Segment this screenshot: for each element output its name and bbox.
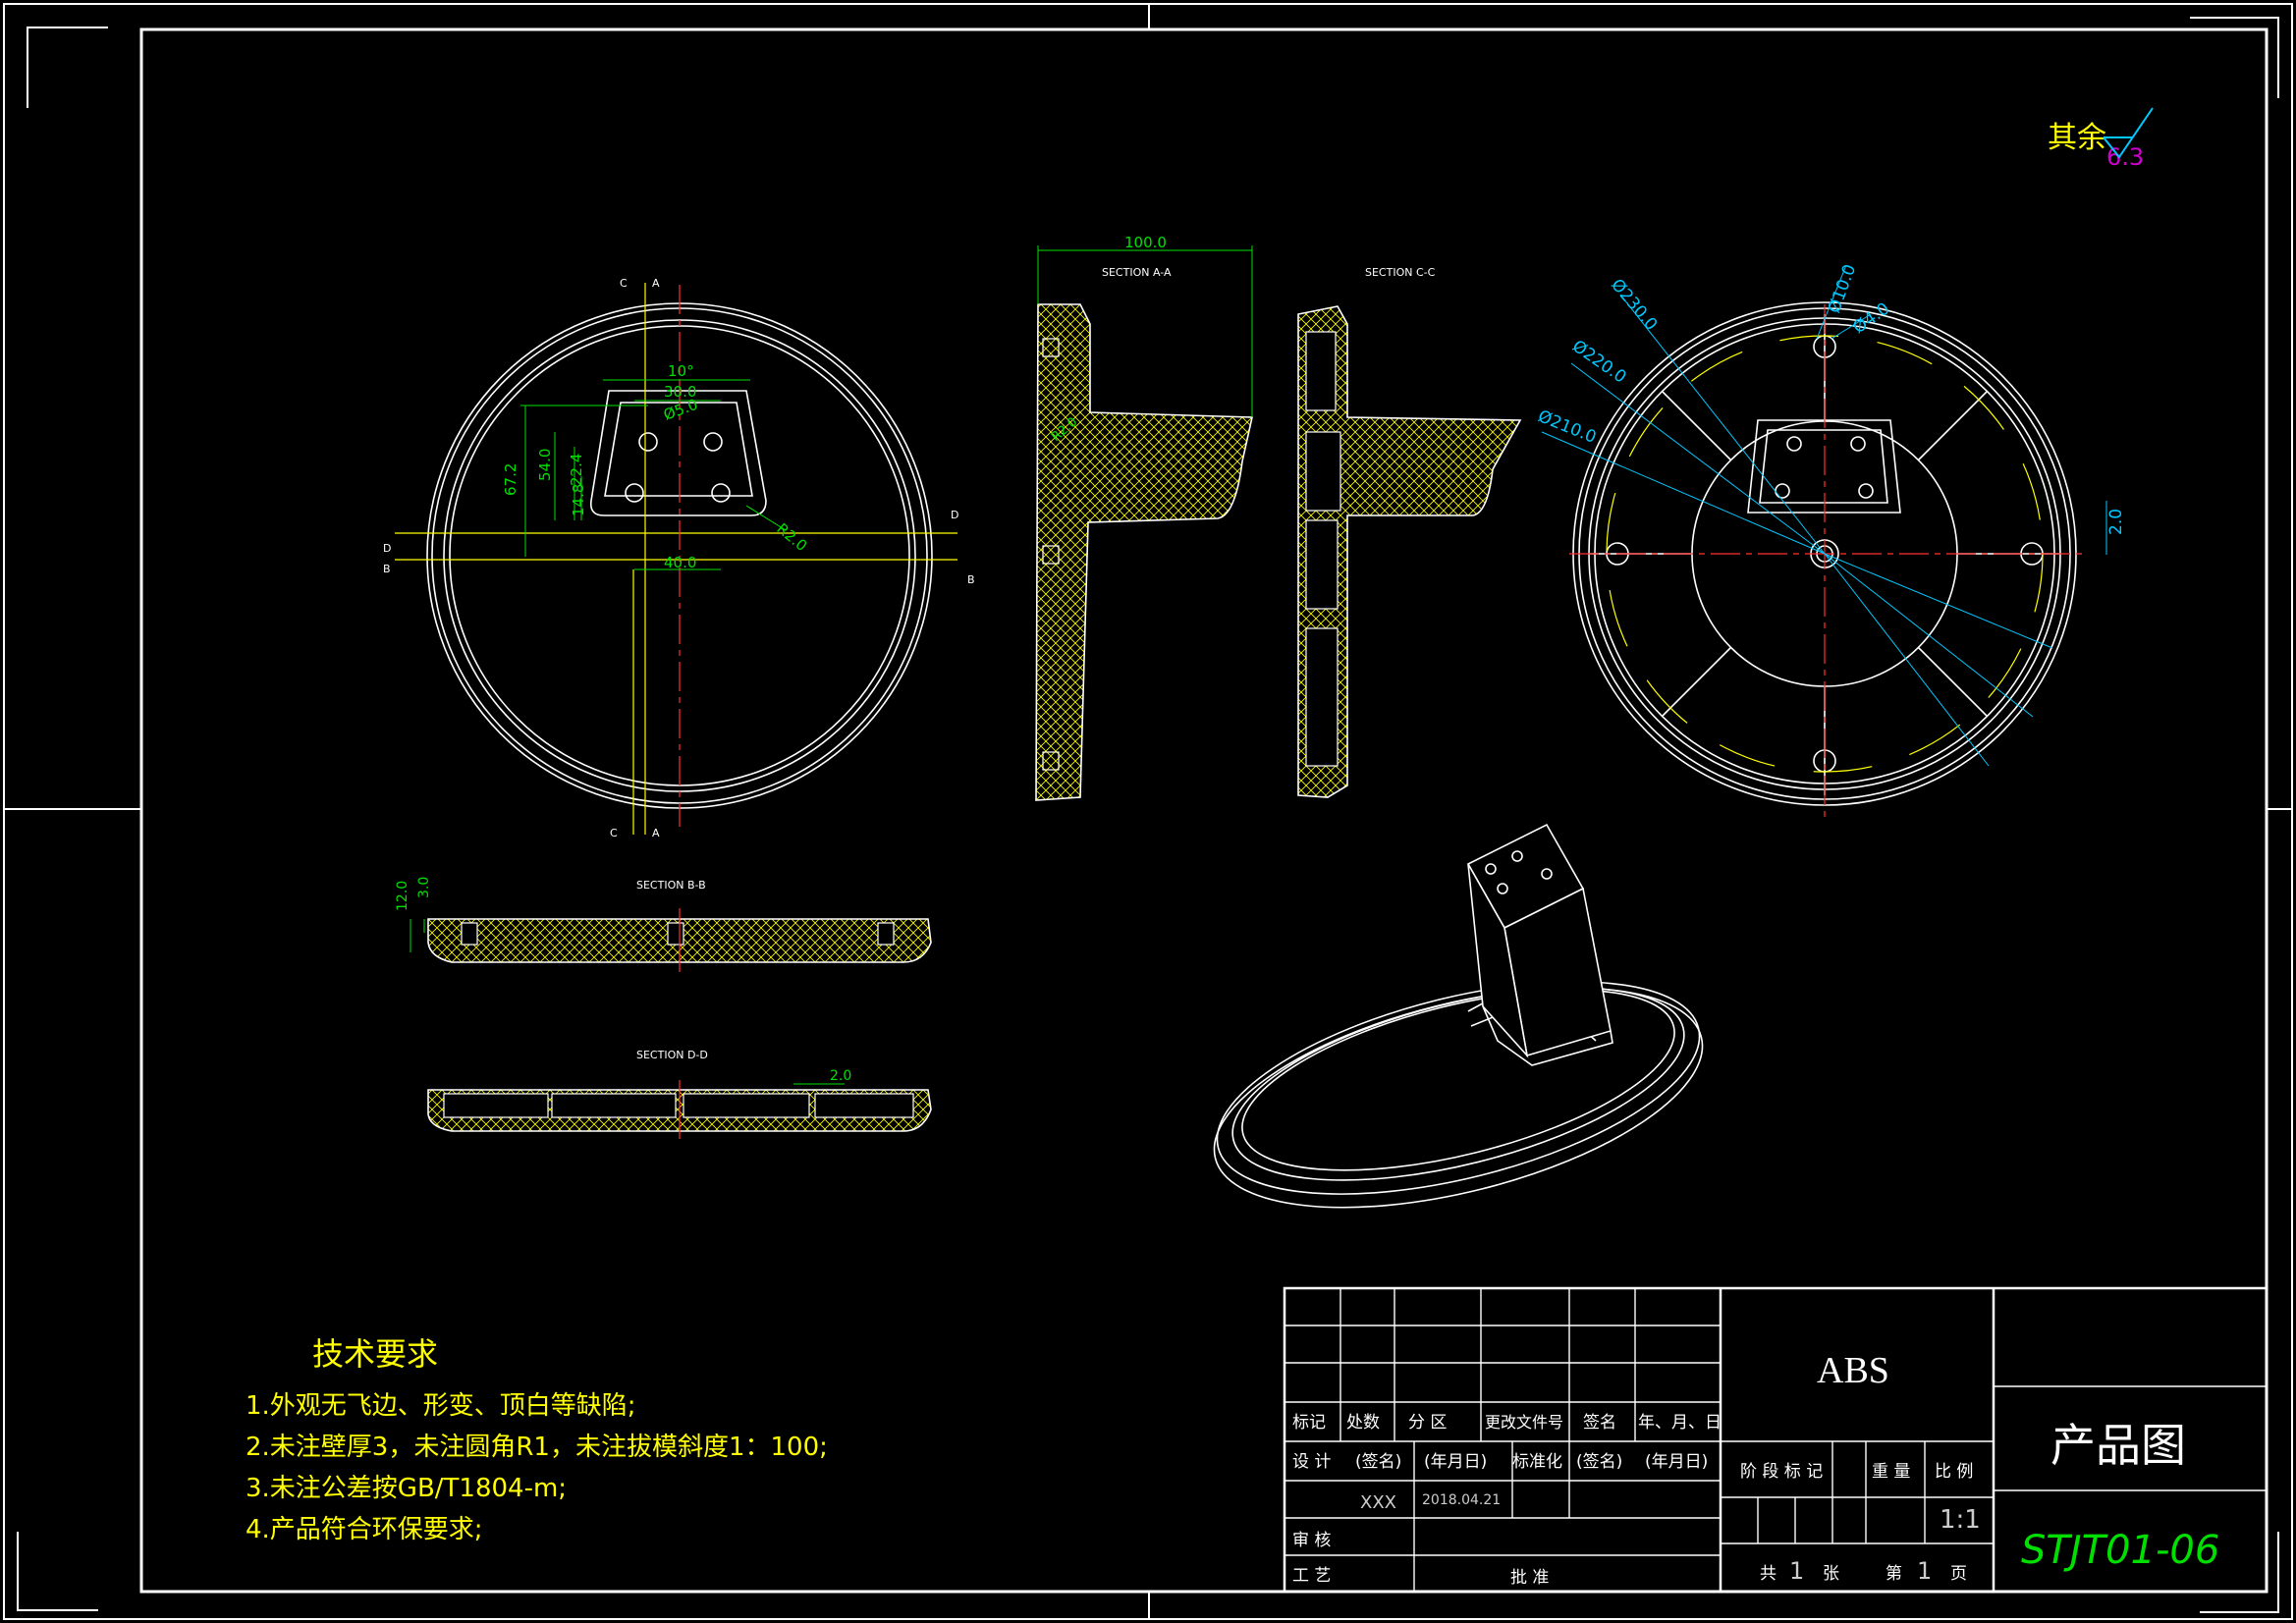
designer-name: XXX (1360, 1492, 1396, 1513)
dim-54: 54.0 (536, 449, 554, 481)
dim-22: 22.4 (568, 454, 585, 486)
sign-label: (签名) (1355, 1452, 1401, 1472)
sheet-number: 1 (1917, 1557, 1932, 1585)
dim-12: 12.0 (395, 881, 410, 911)
design-label: 设 计 (1292, 1452, 1331, 1472)
dim-14: 14.8 (570, 484, 587, 516)
section-c-c: SECTION C-C (1297, 266, 1522, 798)
isometric-view (1213, 823, 1704, 1209)
review-label: 审 核 (1292, 1531, 1331, 1550)
section-d-d: 2.0 SECTION D-D (427, 1049, 932, 1139)
roughness-label: 其余 (2048, 121, 2106, 155)
drawing-name: 产品图 (2050, 1419, 2186, 1472)
date-label-2: (年月日) (1645, 1452, 1708, 1472)
sheet-prefix: 第 (1886, 1564, 1902, 1584)
tech-req-item: 3.未注公差按GB/T1804-m; (246, 1474, 567, 1503)
front-view: 10° 30.0 Ø5.0 67.2 54.0 22.4 14.8 R2.0 4… (383, 277, 975, 839)
section-cc-title: SECTION C-C (1365, 266, 1436, 279)
scale-value: 1:1 (1940, 1505, 1981, 1535)
surface-roughness-note: 其余 6.3 (2048, 107, 2154, 171)
tech-req-item: 1.外观无飞边、形变、顶白等缺陷; (246, 1391, 636, 1421)
technical-requirements: 技术要求 1.外观无飞边、形变、顶白等缺陷; 2.未注壁厚3，未注圆角R1，未注… (246, 1335, 828, 1544)
cut-label-a-top: A (652, 277, 660, 290)
rev-header: 标记 (1292, 1413, 1326, 1433)
drawing-number: STJT01-06 (2021, 1528, 2219, 1573)
material-value: ABS (1817, 1350, 1889, 1391)
title-block: 标记 处数 分 区 更改文件号 签名 年、月、日 设 计 (签名) (年月日) … (1283, 1286, 2269, 1594)
total-prefix: 共 (1760, 1564, 1777, 1584)
cut-label-c-bottom: C (610, 827, 618, 839)
standard-label: 标准化 (1512, 1452, 1562, 1472)
dim-2-dd: 2.0 (830, 1068, 851, 1084)
tech-req-title: 技术要求 (312, 1335, 438, 1373)
date-label: (年月日) (1424, 1452, 1487, 1472)
stage-label: 阶 段 标 记 (1740, 1462, 1823, 1482)
cut-label-b-right: B (967, 573, 975, 586)
section-dd-title: SECTION D-D (636, 1049, 708, 1061)
section-bb-title: SECTION B-B (636, 879, 706, 892)
cut-label-c-top: C (620, 277, 628, 290)
total-sheets: 1 (1789, 1557, 1804, 1585)
sheet-unit-1: 张 (1823, 1564, 1839, 1584)
dim-angle: 10° (668, 362, 694, 380)
dim-40: 40.0 (664, 554, 696, 571)
cut-label-a-bottom: A (652, 827, 660, 839)
dim-100: 100.0 (1124, 234, 1167, 251)
dim-3: 3.0 (416, 877, 432, 898)
sign-label-2: (签名) (1576, 1452, 1622, 1472)
roughness-symbol-icon (2103, 107, 2154, 159)
scale-label: 比 例 (1935, 1462, 1973, 1482)
approve-label: 批 准 (1510, 1568, 1549, 1588)
rev-header: 分 区 (1408, 1413, 1447, 1433)
cut-label-d-left: D (383, 542, 391, 555)
sheet-unit-2: 页 (1950, 1564, 1967, 1584)
tech-req-item: 2.未注壁厚3，未注圆角R1，未注拔模斜度1：100; (246, 1433, 828, 1462)
section-a-a: 100.0 R2.0 SECTION A-A (1035, 234, 1253, 801)
rev-header: 更改文件号 (1485, 1413, 1563, 1432)
section-b-b: 12.0 3.0 SECTION B-B (395, 877, 932, 972)
dim-67: 67.2 (502, 463, 519, 496)
tech-req-item: 4.产品符合环保要求; (246, 1515, 483, 1544)
rev-header: 年、月、日 (1638, 1413, 1722, 1433)
dim-2-top: 2.0 (2106, 509, 2126, 535)
rev-header: 处数 (1346, 1413, 1380, 1433)
section-aa-title: SECTION A-A (1102, 266, 1172, 279)
dim-30: 30.0 (664, 383, 696, 401)
sheet-frame (3, 3, 2293, 1620)
cut-label-d-right: D (951, 509, 958, 521)
weight-label: 重 量 (1872, 1462, 1910, 1482)
process-label: 工 艺 (1292, 1566, 1331, 1586)
design-date: 2018.04.21 (1422, 1492, 1501, 1508)
cut-label-b-left: B (383, 563, 391, 575)
rev-header: 签名 (1583, 1413, 1616, 1433)
